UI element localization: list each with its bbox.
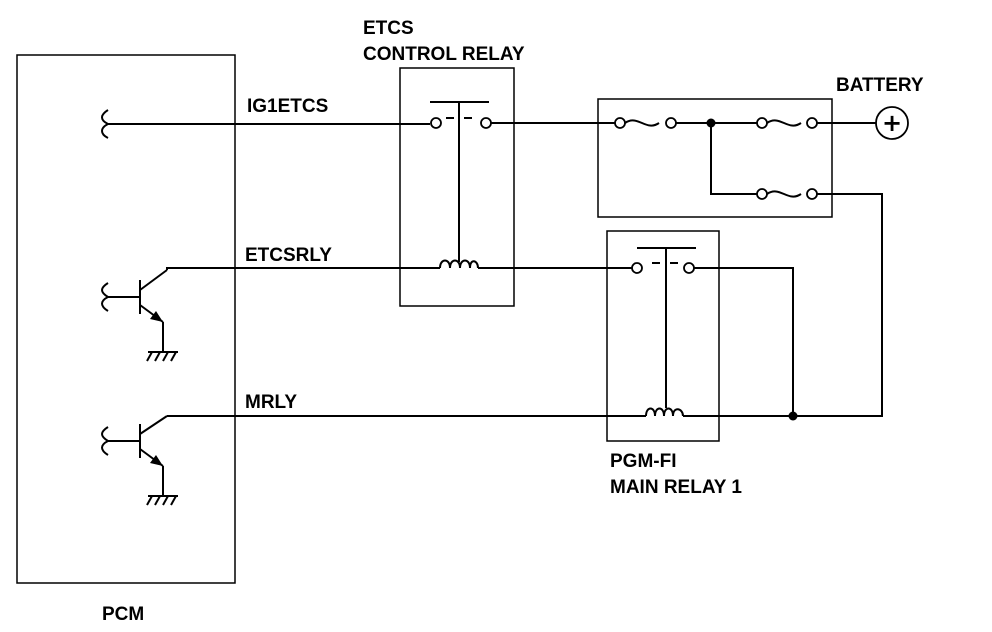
- fuse-box: [597, 98, 833, 218]
- fuse-1: [614, 117, 677, 129]
- battery-terminal: +: [875, 106, 909, 140]
- main-relay-label-line1: PGM-FI: [610, 451, 677, 472]
- main-relay-switch: [631, 247, 696, 417]
- battery-plus-icon: +: [882, 109, 902, 137]
- battery-label: BATTERY: [836, 75, 924, 96]
- transistor-mrly: [108, 415, 178, 506]
- etcs-relay-switch: [430, 101, 492, 269]
- wire-fuse3-to-main-relay-coil: [683, 193, 883, 417]
- transistor-etcsrly: [108, 269, 178, 362]
- fuse-3: [756, 188, 818, 200]
- pcm-connector-ig1etcs: [101, 109, 111, 139]
- signal-label-mrly: MRLY: [245, 392, 297, 413]
- junction-mrly: [788, 411, 798, 421]
- pcm-connector-etcsrly: [101, 282, 111, 312]
- main-relay-coil: [645, 407, 684, 417]
- signal-label-ig1etcs: IG1ETCS: [247, 96, 328, 117]
- fuse-2: [756, 117, 818, 129]
- signal-label-etcsrly: ETCSRLY: [245, 245, 332, 266]
- pcm-box: [16, 54, 236, 584]
- ground-symbol-1: [146, 351, 178, 362]
- pcm-connector-mrly: [101, 426, 111, 456]
- etcs-relay-coil: [439, 259, 479, 269]
- ground-symbol-2: [146, 495, 178, 506]
- pgm-fi-main-relay-box: [606, 230, 720, 442]
- wire-main-relay-output: [694, 267, 794, 416]
- etcs-control-relay-box: [399, 67, 515, 307]
- main-relay-label-line2: MAIN RELAY 1: [610, 477, 742, 498]
- pcm-label: PCM: [102, 604, 144, 625]
- etcs-relay-label-line2: CONTROL RELAY: [363, 44, 525, 65]
- etcs-relay-label-line1: ETCS: [363, 18, 414, 39]
- wire-etcsrly: [166, 267, 440, 270]
